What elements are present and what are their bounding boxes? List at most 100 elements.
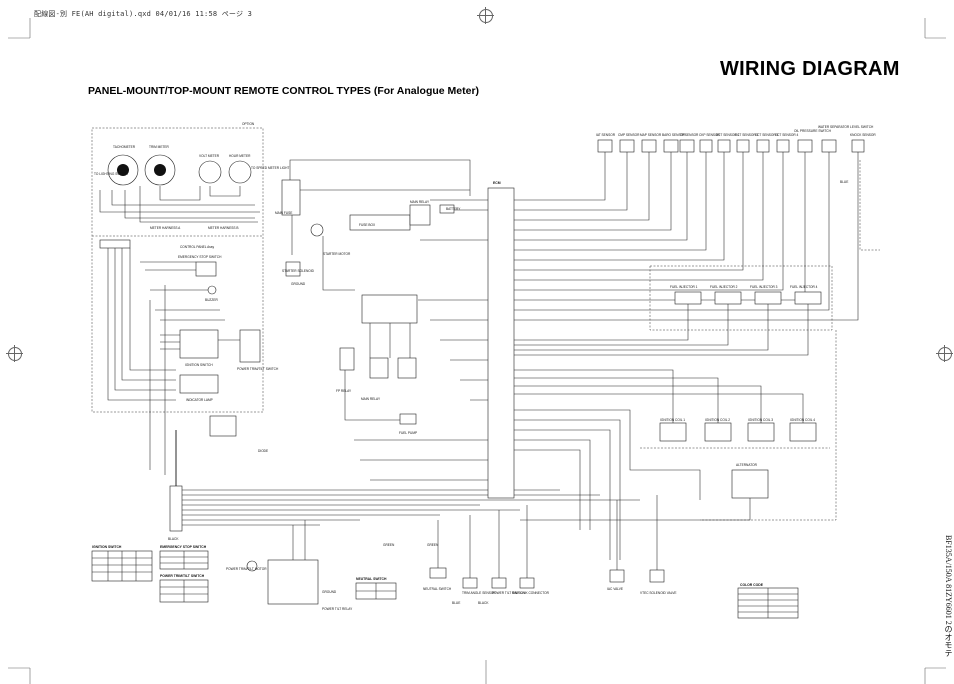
black-label-bottom: BLACK (478, 601, 489, 605)
page-subtitle: PANEL-MOUNT/TOP-MOUNT REMOTE CONTROL TYP… (88, 85, 480, 97)
power-supply: MAIN FUSE STARTER MOTOR STARTER SOLENOID… (275, 159, 471, 291)
buzzer-label: BUZZER (205, 298, 218, 302)
svg-text:CMP SENSOR: CMP SENSOR (618, 133, 640, 137)
power-trim-tilt-motor: POWER TRIM/TILT MOTOR (226, 560, 267, 572)
svg-text:NEUTRAL SWITCH: NEUTRAL SWITCH (423, 587, 452, 591)
ecm: ECM (354, 181, 515, 499)
registration-mark-top (477, 7, 494, 24)
map-sensor: MAP SENSOR (640, 133, 662, 153)
file-info: 配線図-別 FE(AH digital).qxd 04/01/16 11:58 … (34, 10, 253, 18)
meter-harness-wires: METER HARNESS A METER HARNESS B (99, 186, 260, 230)
trim-meter: TRIM METER (144, 145, 176, 186)
switch-tables: IGNITION SWITCH EMERGENCY STOP SWITCH PO… (91, 545, 799, 619)
volt-meter-label: VOLT METER (199, 154, 220, 158)
svg-text:ECT SENSOR 4: ECT SENSOR 4 (775, 133, 799, 137)
svg-text:KNOCK SENSOR: KNOCK SENSOR (850, 133, 876, 137)
color-code-table: COLOR CODE (737, 583, 799, 619)
svg-text:FUEL INJECTOR 1: FUEL INJECTOR 1 (670, 285, 698, 289)
green-label-1: GREEN (383, 543, 395, 547)
emergency-stop-label: EMERGENCY STOP SWITCH (178, 255, 222, 259)
control-panel-label: CONTROL PANEL Assy (180, 245, 214, 249)
registration-mark-left (6, 345, 23, 362)
svg-text:TP SENSOR: TP SENSOR (680, 133, 699, 137)
svg-text:WATER SEPARATOR LEVEL SWITCH: WATER SEPARATOR LEVEL SWITCH (818, 125, 874, 129)
page-title: WIRING DIAGRAM (720, 58, 900, 80)
svg-text:FUEL INJECTOR 4: FUEL INJECTOR 4 (790, 285, 818, 289)
power-tilt-relay: POWER TILT RELAY (267, 559, 353, 611)
battery-label: BATTERY (446, 207, 461, 211)
svg-text:POWER TILT RELAY: POWER TILT RELAY (322, 607, 353, 611)
rain-link-connector: RAIN LINK CONNECTOR (512, 577, 550, 595)
svg-text:IGNITION COIL 3: IGNITION COIL 3 (748, 418, 773, 422)
control-panel-assy: CONTROL PANEL Assy EMERGENCY STOP SWITCH… (99, 239, 279, 402)
power-trim-tilt-switch-label: POWER TRIM/TILT SWITCH (237, 367, 279, 371)
svg-text:FUEL INJECTOR 2: FUEL INJECTOR 2 (710, 285, 738, 289)
svg-text:IGNITION COIL 1: IGNITION COIL 1 (660, 418, 685, 422)
starter-motor-label: STARTER MOTOR (323, 252, 351, 256)
oil-pressure-switch: OIL PRESSURE SWITCH (794, 129, 832, 153)
starter-solenoid-label: STARTER SOLENOID (282, 269, 315, 273)
svg-text:FUEL INJECTOR 3: FUEL INJECTOR 3 (750, 285, 778, 289)
fp-relay-label: FP RELAY (336, 389, 352, 393)
tp-sensor: TP SENSOR (679, 133, 699, 153)
main-relay-label: MAIN RELAY (410, 200, 430, 204)
injector-2: FUEL INJECTOR 2 (710, 285, 742, 305)
svg-text:POWER TRIM/TILT SWITCH: POWER TRIM/TILT SWITCH (160, 574, 205, 578)
trim-meter-label: TRIM METER (149, 145, 170, 149)
svg-text:ECT SENSOR 1: ECT SENSOR 1 (716, 133, 740, 137)
injector-4: FUEL INJECTOR 4 (790, 285, 822, 305)
main-relay-lower-label: MAIN RELAY (361, 397, 381, 401)
volt-meter: VOLT METER (198, 154, 222, 184)
svg-text:CKP SENSOR: CKP SENSOR (699, 133, 721, 137)
emergency-stop-table: EMERGENCY STOP SWITCH (159, 545, 209, 570)
ect-sensor-3: ECT SENSOR 3 (755, 133, 779, 153)
neutral-switch-table: NEUTRAL SWITCH (355, 577, 397, 600)
iac-valve: IAC VALVE (607, 569, 625, 591)
ignition-switch-label: IGNITION SWITCH (185, 363, 213, 367)
svg-text:IGNITION COIL 2: IGNITION COIL 2 (705, 418, 730, 422)
svg-text:RAIN LINK CONNECTOR: RAIN LINK CONNECTOR (512, 591, 550, 595)
option-label: OPTION (242, 122, 255, 126)
main-harness: BLACK DIODE (168, 415, 640, 541)
svg-text:COLOR CODE: COLOR CODE (740, 583, 764, 587)
hour-meter: HOUR METER (228, 154, 252, 184)
crop-marks (8, 18, 946, 684)
cmp-sensor: CMP SENSOR (618, 133, 640, 153)
diode-label: DIODE (258, 449, 268, 453)
knock-sensor: KNOCK SENSOR (850, 133, 876, 153)
sensor-row: IAT SENSOR CMP SENSOR MAP SENSOR BARO SE… (514, 125, 876, 321)
right-bus (514, 160, 880, 560)
registration-mark-right (936, 345, 953, 362)
fuel-injectors: FUEL INJECTOR 1 FUEL INJECTOR 2 FUEL INJ… (514, 265, 833, 356)
svg-text:TRIM ANGLE SENSOR: TRIM ANGLE SENSOR (462, 591, 496, 595)
ect-sensor-4: ECT SENSOR 4 (775, 133, 799, 153)
meter-harness-b-label: METER HARNESS B (208, 226, 238, 230)
svg-text:IGNITION SWITCH: IGNITION SWITCH (92, 545, 122, 549)
svg-text:POWER TILT SWITCH: POWER TILT SWITCH (492, 591, 525, 595)
tachometer: TACHOMETER (107, 145, 139, 186)
ecm-label: ECM (493, 181, 501, 185)
meter-harness-a-label: METER HARNESS A (150, 226, 181, 230)
side-code: BF135A/150A 81ZY6601 2のオモテ (944, 535, 953, 657)
bottom-components: POWER TRIM/TILT MOTOR POWER TILT RELAY G… (226, 495, 677, 611)
ground-label-top: GROUND (291, 282, 306, 286)
svg-text:ECT SENSOR 2: ECT SENSOR 2 (735, 133, 759, 137)
alternator: ALTERNATOR (520, 463, 769, 521)
svg-text:IGNITION COIL 4: IGNITION COIL 4 (790, 418, 815, 422)
panel-wiring (107, 248, 240, 475)
injector-3: FUEL INJECTOR 3 (750, 285, 782, 305)
iat-sensor: IAT SENSOR (596, 133, 616, 153)
ground-label-bottom: GROUND (322, 590, 337, 594)
blue-label-bottom: BLUE (452, 601, 460, 605)
green-label-2: GREEN (427, 543, 439, 547)
vtec-solenoid-valve: VTEC SOLENOID VALVE (640, 569, 677, 595)
control-panel-enclosure: OPTION (91, 122, 264, 413)
fuse-box-label: FUSE BOX (359, 223, 376, 227)
svg-text:MAP SENSOR: MAP SENSOR (640, 133, 662, 137)
svg-text:POWER TRIM/TILT MOTOR: POWER TRIM/TILT MOTOR (226, 567, 267, 571)
svg-text:NEUTRAL SWITCH: NEUTRAL SWITCH (356, 577, 387, 581)
svg-text:IAT SENSOR: IAT SENSOR (596, 133, 616, 137)
neutral-switch: NEUTRAL SWITCH (423, 567, 452, 591)
hour-meter-label: HOUR METER (229, 154, 251, 158)
